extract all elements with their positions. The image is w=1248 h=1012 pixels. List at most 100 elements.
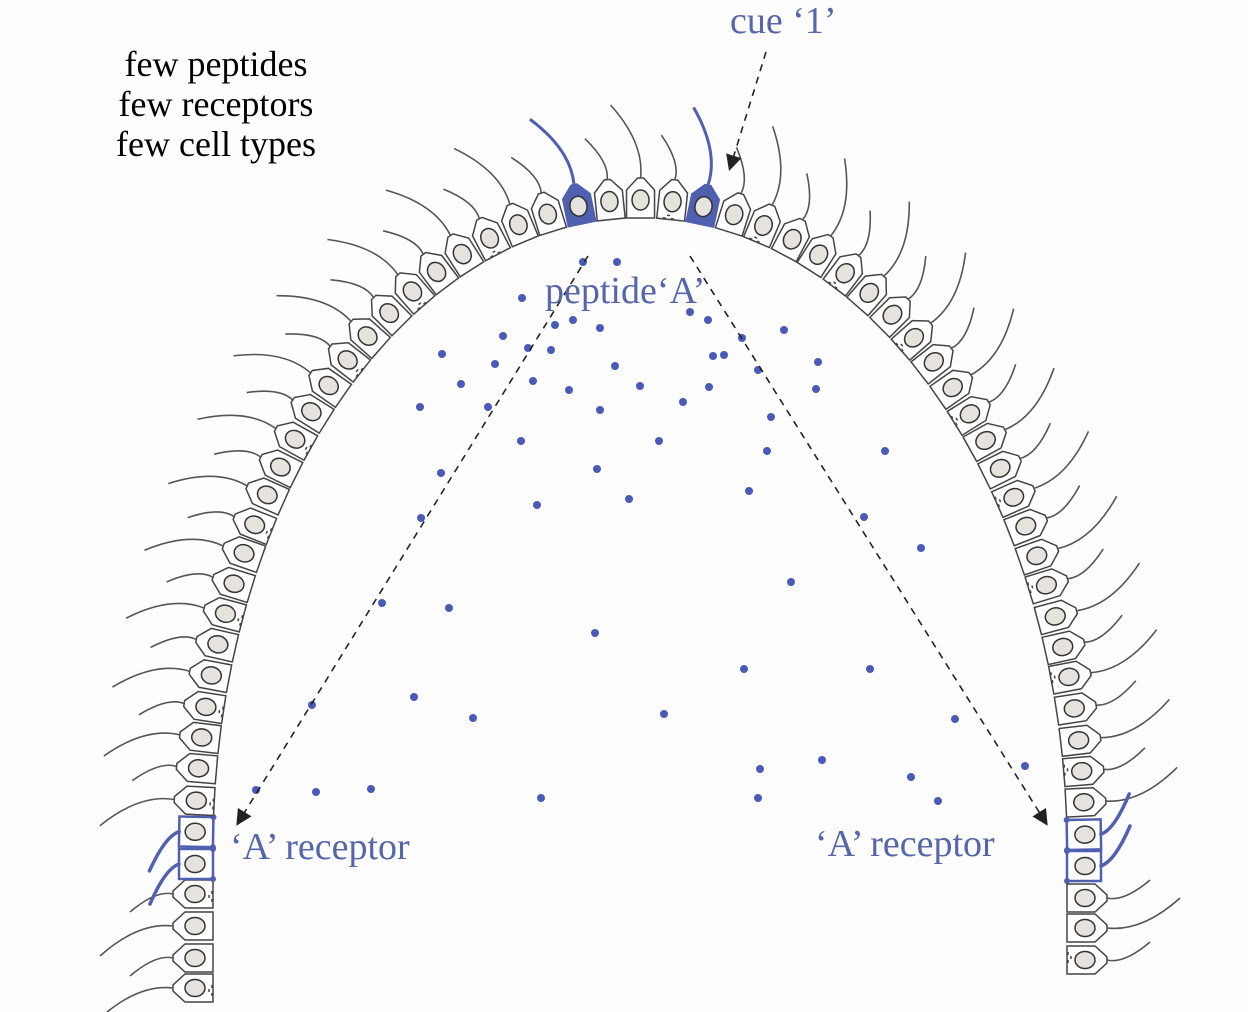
epithelial-cell bbox=[714, 147, 752, 238]
nucleus bbox=[754, 214, 773, 237]
epithelial-cell bbox=[1066, 897, 1181, 943]
epithelial-cell bbox=[138, 690, 227, 725]
peptide-dot bbox=[596, 324, 604, 332]
epithelial-cell bbox=[443, 188, 512, 262]
epithelial-cell bbox=[909, 307, 975, 386]
peptide-dot bbox=[593, 465, 601, 473]
peptide-dot bbox=[881, 447, 889, 455]
peptide-dot bbox=[720, 351, 728, 359]
epithelial-cell bbox=[168, 475, 291, 516]
epithelial-cell bbox=[103, 721, 223, 757]
nucleus bbox=[1063, 699, 1086, 718]
nucleus bbox=[402, 281, 423, 302]
epithelial-cell bbox=[584, 138, 626, 222]
nucleus bbox=[1074, 856, 1096, 876]
nucleus bbox=[223, 574, 245, 594]
epithelial-cell bbox=[327, 238, 436, 316]
epithelial-cell bbox=[990, 431, 1090, 519]
nucleus bbox=[959, 404, 981, 424]
nucleus bbox=[200, 666, 223, 685]
nucleus bbox=[631, 189, 650, 211]
peptide-dot bbox=[457, 380, 465, 388]
peptide-dot bbox=[780, 326, 788, 334]
nucleus bbox=[207, 634, 229, 654]
epithelial-cell bbox=[276, 294, 392, 360]
peptide-dot bbox=[686, 308, 694, 316]
nucleus bbox=[479, 227, 500, 249]
peptide-dot bbox=[934, 797, 942, 805]
peptide-dot bbox=[499, 332, 507, 340]
nucleus bbox=[184, 948, 206, 968]
peptide-dot bbox=[416, 403, 424, 411]
peptide-dot bbox=[767, 413, 775, 421]
peptide-dot bbox=[410, 693, 418, 701]
epithelial-cell bbox=[453, 147, 540, 248]
peptide-dot bbox=[445, 604, 453, 612]
peptide-dot bbox=[565, 386, 573, 394]
epithelial-cell bbox=[1047, 629, 1158, 695]
summary-line: few cell types bbox=[116, 124, 316, 164]
nucleus bbox=[195, 697, 217, 717]
peptide-dot bbox=[907, 773, 915, 781]
epithelial-cell bbox=[129, 879, 214, 913]
peptide-dot bbox=[745, 487, 753, 495]
epithelial-cell bbox=[868, 256, 927, 339]
epithelial-cell bbox=[890, 252, 967, 362]
peptide-label: peptide‘A’ bbox=[545, 270, 706, 312]
receptor-cell bbox=[1064, 824, 1132, 884]
secretory-cell bbox=[685, 106, 721, 229]
nucleus bbox=[975, 430, 996, 451]
epithelial-cell bbox=[770, 173, 811, 263]
epithelial-cell bbox=[510, 156, 568, 237]
nucleus bbox=[190, 728, 213, 747]
nucleus bbox=[269, 457, 291, 477]
secretory-cell bbox=[529, 118, 597, 228]
epithelial-cell bbox=[197, 414, 319, 462]
nucleus bbox=[452, 243, 473, 265]
nucleus bbox=[184, 822, 206, 842]
nucleus bbox=[538, 203, 558, 225]
nucleus bbox=[782, 228, 802, 250]
peptide-dot bbox=[679, 398, 687, 406]
epithelial-cell bbox=[1066, 879, 1151, 913]
epithelial-cell bbox=[822, 210, 872, 298]
peptide-dot bbox=[787, 578, 795, 586]
peptide-dot bbox=[740, 665, 748, 673]
nucleus bbox=[185, 791, 208, 810]
nucleus bbox=[724, 204, 744, 226]
nucleus bbox=[663, 191, 682, 213]
peptide-dot bbox=[308, 701, 316, 709]
peptide-dot bbox=[469, 714, 477, 722]
summary-line: few receptors bbox=[118, 84, 314, 124]
nucleus bbox=[808, 244, 829, 266]
epithelial-cell bbox=[946, 364, 1017, 437]
epithelial-cell bbox=[150, 627, 240, 663]
epithelial-cell bbox=[1066, 941, 1151, 975]
peptide-dot bbox=[517, 437, 525, 445]
peptide-dot bbox=[705, 383, 713, 391]
epithelial-cell bbox=[1024, 548, 1104, 605]
nucleus bbox=[214, 604, 237, 624]
peptide-dot bbox=[763, 447, 771, 455]
diffusion-arrow bbox=[236, 255, 589, 826]
peptide-dot bbox=[613, 258, 621, 266]
nucleus bbox=[184, 854, 206, 874]
nucleus bbox=[694, 195, 713, 218]
peptide-dot bbox=[611, 362, 619, 370]
nucleus bbox=[184, 978, 206, 998]
peptide-dot bbox=[551, 321, 559, 329]
peptide-dot bbox=[951, 715, 959, 723]
peptide-dot bbox=[709, 352, 717, 360]
nucleus bbox=[184, 916, 206, 936]
epithelial-cell bbox=[105, 973, 214, 1012]
peptide-dot bbox=[1021, 762, 1029, 770]
nucleus bbox=[1074, 888, 1096, 908]
peptide-dot bbox=[529, 377, 537, 385]
epithelial-cell bbox=[1053, 680, 1137, 726]
epithelial-cell bbox=[144, 535, 267, 574]
peptide-dot bbox=[814, 358, 822, 366]
nucleus bbox=[1035, 575, 1058, 595]
epithelial-cell bbox=[129, 943, 214, 977]
